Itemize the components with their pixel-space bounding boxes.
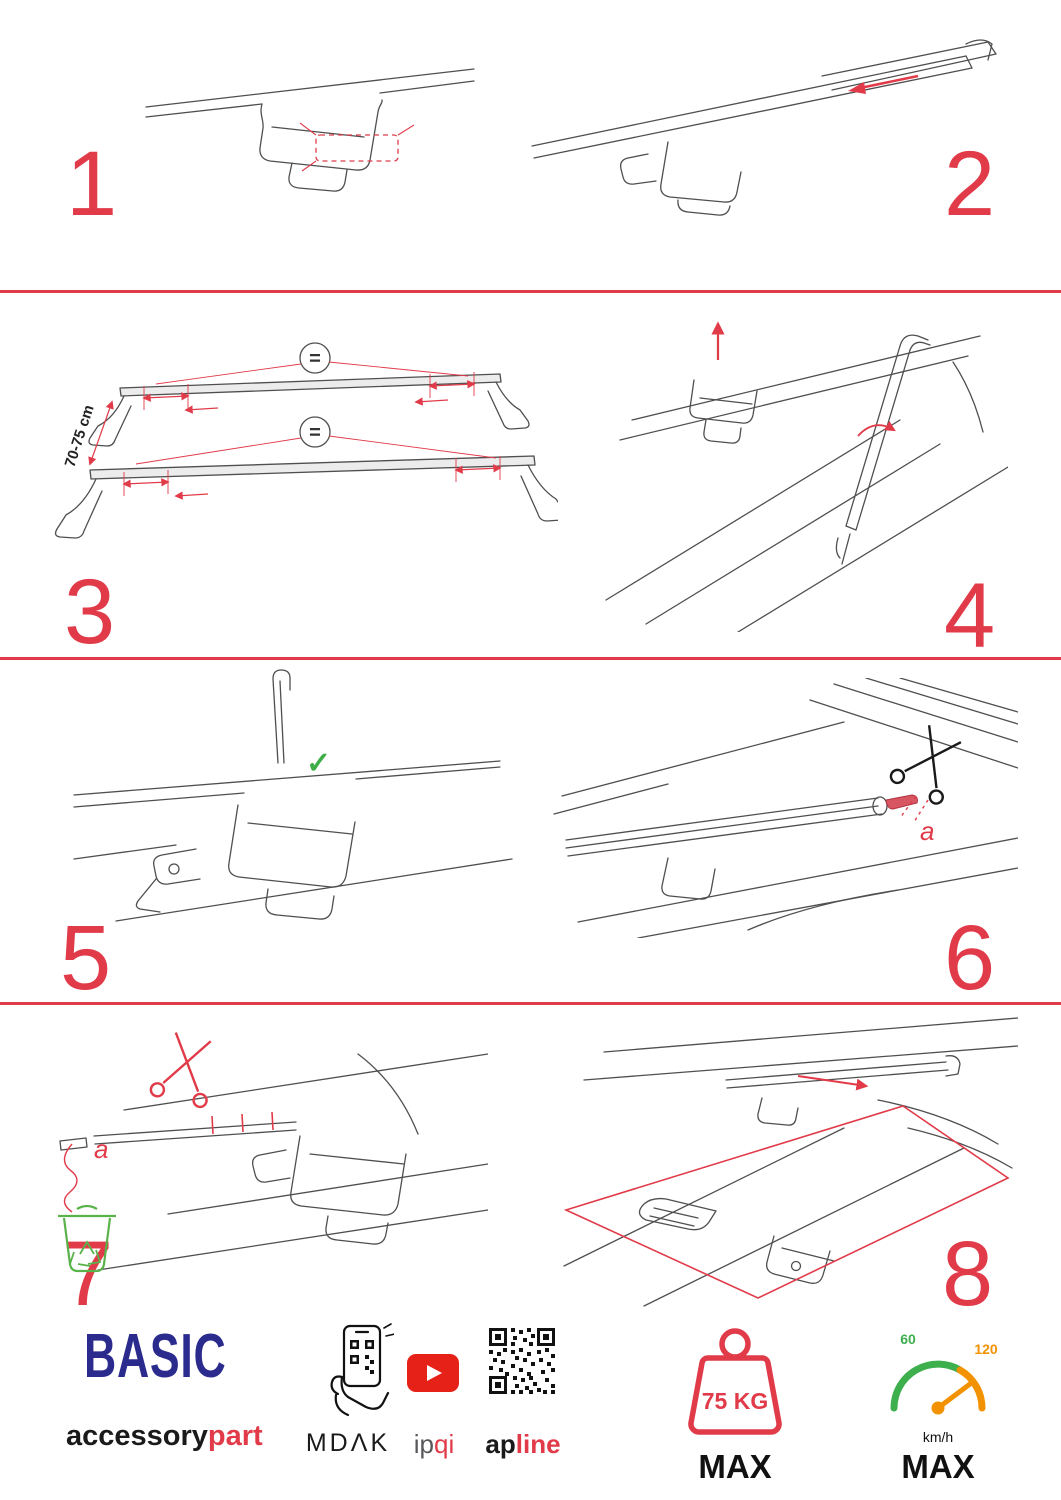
qr-code-icon [489, 1328, 555, 1394]
speed-max-label: MAX [901, 1448, 975, 1485]
speed-high-label: 120 [974, 1341, 998, 1357]
step-5-number: 5 [60, 907, 112, 1009]
apline-logo-black: ap [485, 1429, 516, 1459]
position-arrow [797, 1075, 869, 1091]
step-5-illustration: ✓ [73, 669, 513, 922]
weight-value: 75 KG [702, 1388, 768, 1414]
step-6-illustration: a [553, 678, 1018, 938]
speed-low-label: 60 [900, 1331, 916, 1347]
trash-bin-icon [58, 1204, 116, 1273]
weight-max-label: MAX [698, 1448, 772, 1485]
scissors-icon [149, 1032, 212, 1109]
brand-logo: BASIC [84, 1322, 227, 1391]
brand-subtitle: accessorypart [66, 1420, 263, 1453]
highlight-outline [563, 1105, 1010, 1299]
step-3-number: 3 [64, 561, 116, 663]
step-1-number: 1 [66, 133, 118, 235]
step-3-illustration: = = 70-75 cm [54, 342, 558, 539]
speedometer-icon: 60 120 km/h [890, 1331, 998, 1445]
equal-spacing-symbol-bottom: = [309, 422, 321, 444]
section-divider [0, 657, 1061, 660]
scissors-icon [889, 725, 962, 805]
step-8-number: 8 [942, 1223, 994, 1325]
recycle-icon [69, 1240, 102, 1267]
tighten-arrows [711, 321, 896, 437]
brand-subtitle-red: part [207, 1420, 263, 1452]
weight-icon: 75 KG [688, 1328, 782, 1435]
mdak-logo: MDΛK [305, 1429, 391, 1457]
step-7-illustration: a [58, 1032, 488, 1273]
equal-spacing-symbol-top: = [309, 348, 321, 370]
step-6-number: 6 [944, 907, 996, 1009]
check-icon: ✓ [306, 747, 331, 780]
phone-qr-icon [330, 1323, 394, 1417]
step-8-illustration [563, 1017, 1018, 1307]
youtube-icon [407, 1354, 459, 1392]
cut-marks [211, 1111, 274, 1135]
ipqi-logo: ipqi [400, 1429, 468, 1460]
cut-label: a [94, 1134, 108, 1164]
step-4-number: 4 [944, 565, 996, 667]
section-divider [0, 1002, 1061, 1005]
section-divider [0, 290, 1061, 293]
discard-cord [63, 1143, 78, 1213]
apline-logo-red: line [515, 1429, 561, 1459]
cut-marks [899, 795, 929, 823]
ipqi-logo-red: qi [434, 1429, 455, 1459]
slide-arrow [848, 74, 919, 94]
ipqi-logo-gray: ip [413, 1429, 434, 1459]
speed-unit-label: km/h [923, 1429, 953, 1445]
brand-subtitle-black: accessory [66, 1420, 208, 1452]
dimension-arrows [88, 372, 502, 500]
step-1-illustration [145, 68, 475, 192]
step-2-illustration [531, 39, 997, 216]
step-2-number: 2 [944, 133, 996, 235]
rubber-strip-end [885, 794, 918, 810]
highlight-dashed-box [315, 134, 399, 162]
apline-logo: apline [480, 1429, 566, 1460]
cut-label: a [920, 816, 934, 846]
speedometer-needle [935, 1381, 973, 1411]
leader-lines [135, 361, 497, 465]
step-4-illustration [605, 321, 1008, 632]
